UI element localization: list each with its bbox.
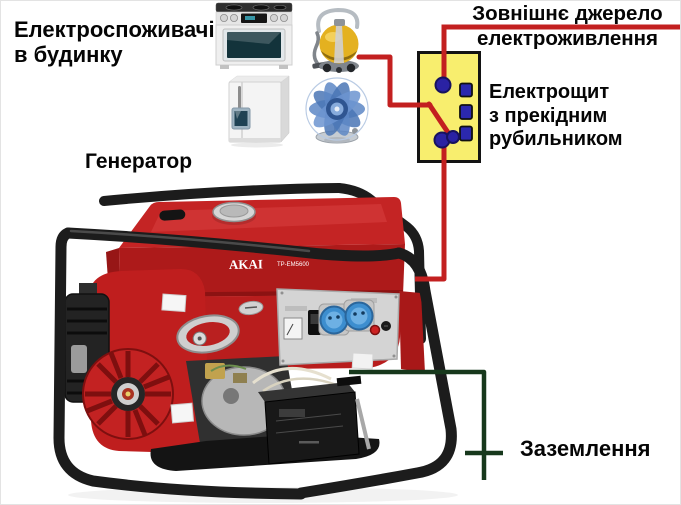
switch-blade [426,101,454,140]
generator-brand-text: AKAI [229,256,263,272]
voltmeter [283,317,303,340]
breaker-square [459,82,473,98]
wire-consumers [356,54,433,108]
generator-frame-front [53,227,457,500]
generator-fan-cover [82,348,174,440]
power-socket [319,305,349,335]
house-consumers-line1: Електроспоживачі [14,17,215,42]
generator-control-panel [276,288,400,366]
reset-button [369,324,381,336]
breaker-square [459,104,473,120]
vacuum-cleaner-icon [312,7,360,73]
generator-battery [252,367,371,465]
generator-body-right-edge [399,291,425,373]
fan-icon [305,77,369,144]
refrigerator-icon [228,75,290,148]
wire-generator [415,142,447,282]
house-consumers-line2: в будинку [14,42,123,67]
tank-vent [159,209,186,221]
generator-label: Генератор [85,150,193,173]
wire-external-source [441,24,680,81]
switch-contact-bottom-right [446,130,460,144]
external-source-line1: Зовнішнє джерело [472,2,663,25]
power-socket [344,301,374,331]
generator-frame-back [99,183,426,344]
house-consumers-label: Електроспоживачі в будинку [14,17,215,67]
switch-contact-top [434,76,452,94]
generator-model-text: TP-EM5600 [277,262,310,268]
breaker-square [459,125,473,142]
switchboard-line1: Електрощит [489,81,610,103]
generator-details [159,201,374,424]
switchboard-label: Електрощит з прекідним рубильником [489,81,623,152]
switchboard-line2: з прекідним [489,104,608,127]
grounding-label: Заземлення [520,436,651,461]
switchboard-line3: рубильником [489,128,623,150]
wire-ground [349,369,503,480]
external-source-line2: електроживлення [477,27,658,50]
stove-icon [215,2,293,69]
external-source-label: Зовнішнє джерело електроживлення [453,1,680,51]
generator-photo: AKAI TP-EM5600 [53,183,458,503]
